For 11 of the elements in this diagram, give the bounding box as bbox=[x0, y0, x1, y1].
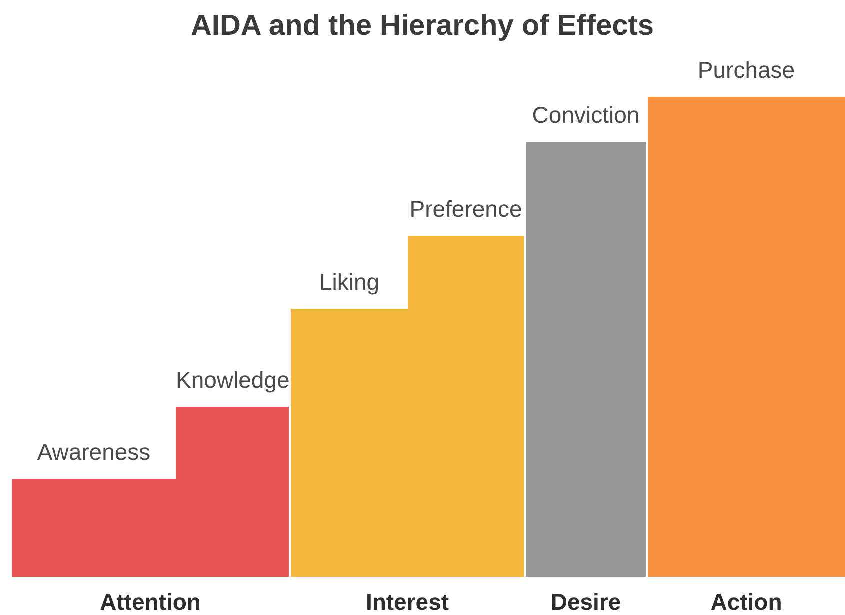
step-label: Awareness bbox=[36, 439, 152, 466]
step-label: Conviction bbox=[531, 102, 641, 129]
step-label: Knowledge bbox=[176, 367, 289, 394]
chart-title: AIDA and the Hierarchy of Effects bbox=[190, 10, 656, 43]
stage-label: Desire bbox=[550, 588, 622, 615]
stage-label: Interest bbox=[364, 588, 450, 615]
stage-label: Action bbox=[710, 588, 784, 615]
stage-label: Attention bbox=[99, 588, 202, 615]
step-label: Preference bbox=[408, 196, 524, 223]
step-label: Liking bbox=[318, 269, 381, 296]
step-label: Purchase bbox=[696, 57, 796, 84]
